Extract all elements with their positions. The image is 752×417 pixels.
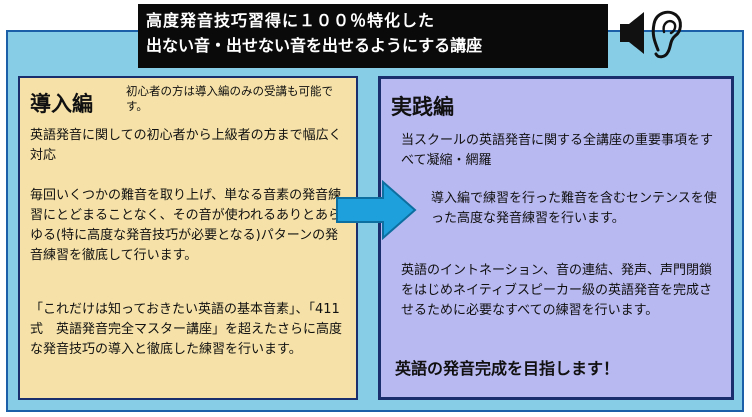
practice-paragraph-3: 英語のイントネーション、音の連結、発声、声門閉鎖をはじめネイティブスピーカー級の…	[401, 263, 712, 318]
practice-course-card: 実践編 当スクールの英語発音に関する全講座の重要事項をすべて凝縮・網羅 導入編で…	[378, 76, 734, 400]
speaker-icon	[620, 12, 644, 54]
intro-heading: 導入編	[30, 92, 93, 116]
right-arrow-icon	[336, 180, 417, 240]
title-line-1: 高度発音技巧習得に１００％特化した	[146, 11, 436, 30]
intro-paragraph-2: 毎回いくつかの難音を取り上げ、単なる音素の発音練習にとどまることなく、その音が使…	[30, 188, 342, 263]
practice-paragraph-2: 導入編で練習を行った難音を含むセンテンスを使った高度な発音練習を行います。	[431, 191, 717, 226]
practice-heading: 実践編	[391, 95, 454, 119]
title-line-2: 出ない音・出せない音を出せるようにする講座	[146, 36, 483, 55]
intro-note: 初心者の方は導入編のみの受講も可能です。	[126, 84, 333, 113]
closing-statement: 英語の発音完成を目指します！	[395, 359, 620, 378]
intro-paragraph-3: 「これだけは知っておきたい英語の基本音素」、「411式 英語発音完全マスター講座…	[30, 302, 343, 357]
intro-course-card: 導入編 初心者の方は導入編のみの受講も可能です。 英語発音に関しての初心者から上…	[18, 76, 358, 400]
practice-paragraph-1: 当スクールの英語発音に関する全講座の重要事項をすべて凝縮・網羅	[401, 133, 714, 168]
ear-icon	[651, 10, 682, 59]
intro-paragraph-1: 英語発音に関しての初心者から上級者の方まで幅広く対応	[30, 128, 342, 163]
speaker-ear-illustration	[620, 10, 682, 59]
course-title-banner: 高度発音技巧習得に１００％特化した 出ない音・出せない音を出せるようにする講座	[138, 4, 608, 68]
